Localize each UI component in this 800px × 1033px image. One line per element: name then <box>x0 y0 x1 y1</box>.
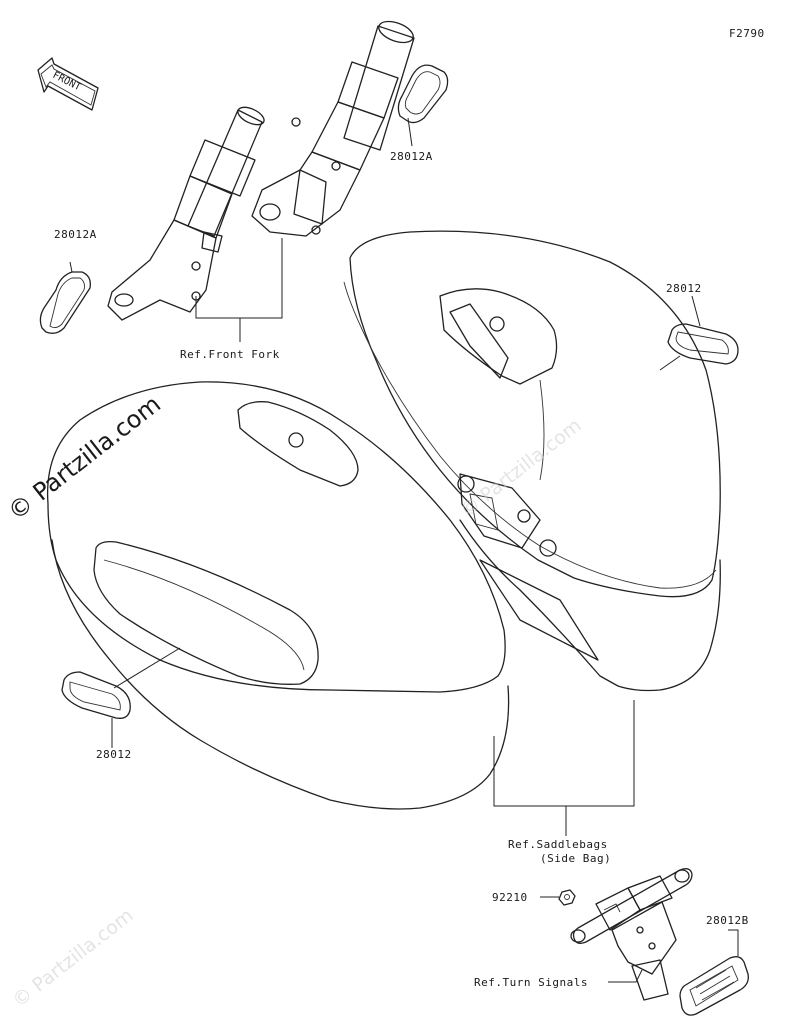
ref-turn-signals-label: Ref.Turn Signals <box>474 976 588 989</box>
part-label-28012b: 28012B <box>706 914 749 927</box>
part-label-28012a-lower: 28012A <box>54 228 97 241</box>
ref-front-fork-label: Ref.Front Fork <box>180 348 280 361</box>
reflector-bag-left <box>61 671 131 719</box>
part-label-28012-left: 28012 <box>96 748 132 761</box>
reflector-rear <box>679 956 749 1016</box>
reflector-bag-right <box>667 323 739 365</box>
part-label-28012a-upper: 28012A <box>390 150 433 163</box>
ref-saddlebags-sublabel: (Side Bag) <box>540 852 612 865</box>
turn-signals-leader <box>608 969 643 983</box>
figure-code: F2790 <box>729 27 765 40</box>
front-fork-left <box>107 106 265 321</box>
nut-92210 <box>558 889 576 906</box>
front-fork-right <box>251 20 415 237</box>
ref-saddlebags-label: Ref.Saddlebags <box>508 838 608 851</box>
part-label-28012-right: 28012 <box>666 282 702 295</box>
turn-signal-bracket <box>570 868 693 1001</box>
front-fork-leader <box>195 238 283 319</box>
reflector-fork-lower <box>39 271 91 334</box>
reflector-fork-upper <box>397 64 449 124</box>
saddlebags-leader <box>493 700 635 807</box>
part-label-92210: 92210 <box>492 891 528 904</box>
front-arrow-icon <box>37 57 99 111</box>
saddlebag-right <box>343 230 721 692</box>
saddlebag-left <box>46 381 510 810</box>
